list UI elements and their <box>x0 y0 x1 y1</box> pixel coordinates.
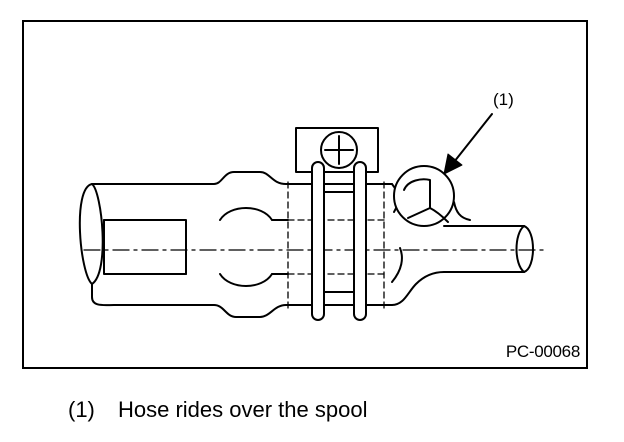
callout-number: (1) <box>493 90 514 109</box>
hose-spool-drawing <box>78 113 547 321</box>
clamp-hidden-lines <box>287 181 385 309</box>
legend-caption: (1) Hose rides over the spool <box>68 397 367 423</box>
hose-over-spool-detail <box>393 165 471 227</box>
arrow-icon <box>443 113 493 175</box>
spool-pipe <box>287 183 534 306</box>
figure-id-label: PC-00068 <box>505 342 580 361</box>
hose <box>78 171 291 318</box>
legend-text: Hose rides over the spool <box>118 397 368 422</box>
screw-head-icon <box>320 131 358 169</box>
legend-number: (1) <box>68 397 95 422</box>
diagram-figure: (1) PC-00068 <box>22 20 588 369</box>
